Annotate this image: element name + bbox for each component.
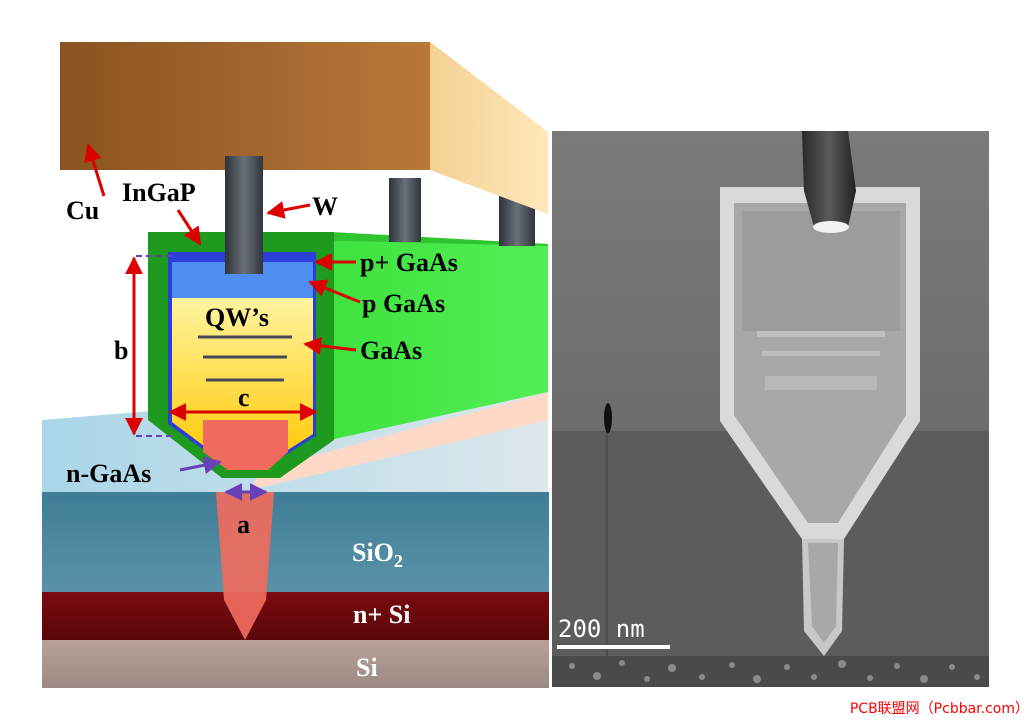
w-contact-front xyxy=(225,156,263,274)
arrow-cu xyxy=(84,143,106,197)
arrow-gaas xyxy=(303,336,357,355)
si-substrate xyxy=(42,640,549,688)
sem-dark-mark xyxy=(604,403,612,433)
label-n-gaas: n-GaAs xyxy=(66,459,152,488)
label-a: a xyxy=(237,510,250,539)
cu-front-face xyxy=(60,42,430,170)
label-si: Si xyxy=(356,653,378,682)
arrow-ingap xyxy=(176,209,202,246)
sem-graphic xyxy=(552,131,989,687)
label-b: b xyxy=(114,336,129,365)
cu-right-face xyxy=(430,42,548,214)
w-contact-back-1 xyxy=(389,178,421,242)
label-sio2-subscript: 2 xyxy=(393,551,403,572)
arrow-p-gaas xyxy=(308,279,361,304)
arrow-w xyxy=(266,201,311,219)
arrow-n-gaas xyxy=(179,456,222,475)
label-qws: QW’s xyxy=(205,303,270,332)
ridge-underside xyxy=(250,392,548,490)
label-c: c xyxy=(238,383,250,412)
label-ingap: InGaP xyxy=(122,178,196,207)
watermark: PCB联盟网（Pcbbar.com） xyxy=(849,701,1029,717)
label-n-plus-si: n+ Si xyxy=(353,600,411,629)
sem-substrate-texture xyxy=(552,656,989,687)
label-cu: Cu xyxy=(66,196,100,225)
sem-speckles xyxy=(569,660,980,683)
label-sio2-main: SiO xyxy=(352,538,394,567)
label-sio2: SiO2 xyxy=(352,538,403,572)
sio2-layer xyxy=(42,492,549,592)
n-gaas-nanowire xyxy=(216,492,274,640)
ingap-side-face xyxy=(330,232,548,440)
label-p-plus-gaas: p+ GaAs xyxy=(360,248,458,277)
sem-scalebar-label: 200 nm xyxy=(558,615,645,643)
label-gaas: GaAs xyxy=(360,336,423,365)
schematic-graphic xyxy=(42,42,549,688)
device-schematic: Cu InGaP W p+ GaAs p GaAs QW’s GaAs b c … xyxy=(42,42,549,688)
sem-probe-tip xyxy=(802,131,856,227)
label-w: W xyxy=(312,192,338,221)
n-gaas-core xyxy=(203,420,288,470)
n-plus-si-layer xyxy=(42,592,549,640)
sem-micrograph: 200 nm xyxy=(552,131,989,687)
label-p-gaas: p GaAs xyxy=(362,289,446,318)
